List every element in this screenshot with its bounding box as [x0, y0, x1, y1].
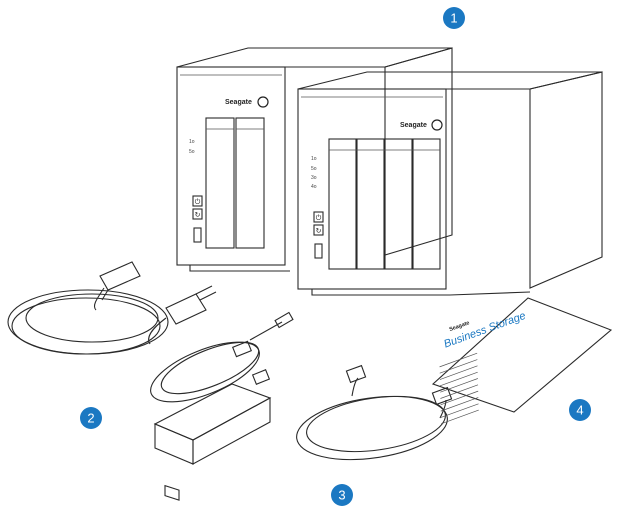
seagate-logo-icon	[431, 119, 443, 131]
ferrite-bead	[251, 369, 271, 385]
nas-4-bay-side	[529, 71, 603, 289]
callout-2: 2	[80, 407, 102, 429]
plug-pins-icon	[195, 285, 217, 301]
rj45-connector	[431, 386, 453, 406]
led-label: 5o	[311, 166, 317, 172]
nas-2-bay-side	[384, 47, 453, 256]
usb-port	[193, 227, 202, 243]
power-button	[192, 195, 203, 207]
nas-4-bay-front	[297, 88, 447, 290]
drive-bay	[412, 138, 441, 270]
drive-bay	[356, 138, 385, 270]
backup-button	[192, 208, 203, 220]
dc-plug	[274, 311, 294, 329]
plug-head	[165, 293, 207, 325]
guide-text-lines	[439, 352, 479, 425]
ferrite-bead	[231, 340, 253, 358]
nas-2-bay-top	[176, 47, 453, 68]
drive-bay	[235, 117, 265, 249]
power-icon: ⏻	[316, 214, 322, 222]
led-label: 4o	[311, 184, 317, 190]
seagate-logo-icon	[257, 96, 269, 108]
drive-bay	[205, 117, 235, 249]
nas-2-bay-brand: Seagate	[225, 99, 252, 106]
rj45-connector	[345, 364, 367, 384]
led-label: 5o	[189, 149, 195, 155]
led-label: 1o	[189, 139, 195, 145]
nas-4-bay-top	[297, 71, 603, 90]
callout-3: 3	[331, 484, 353, 506]
nas-2-bay-front	[176, 66, 286, 266]
guide-sheet	[431, 297, 613, 413]
drive-bay	[384, 138, 413, 270]
callout-number: 1	[450, 11, 457, 26]
nas-2-bay: Seagate 1o 5o ⏻ ↻	[176, 47, 453, 272]
sync-icon: ↻	[316, 228, 322, 235]
ac-inlet-icon	[164, 484, 180, 501]
nas-4-bay: Seagate 1o 5o 3o 4o ⏻ ↻	[297, 71, 603, 296]
power-adapter	[150, 311, 294, 501]
power-icon: ⏻	[195, 198, 201, 206]
ethernet-cable	[296, 364, 453, 461]
callout-4: 4	[569, 399, 591, 421]
usb-port	[314, 243, 323, 259]
callout-number: 3	[338, 488, 345, 503]
power-cord	[7, 261, 217, 355]
adapter-brick-front	[154, 423, 194, 465]
sync-icon: ↻	[195, 212, 201, 219]
iec-connector	[99, 261, 141, 291]
backup-button	[313, 224, 324, 236]
callout-number: 2	[87, 411, 94, 426]
drive-bay	[328, 138, 357, 270]
adapter-brick-side	[192, 397, 271, 465]
power-button	[313, 211, 324, 223]
led-label: 1o	[311, 156, 317, 162]
nas-4-bay-brand: Seagate	[400, 122, 427, 129]
callout-number: 4	[576, 403, 583, 418]
callout-1: 1	[443, 7, 465, 29]
led-label: 3o	[311, 175, 317, 181]
